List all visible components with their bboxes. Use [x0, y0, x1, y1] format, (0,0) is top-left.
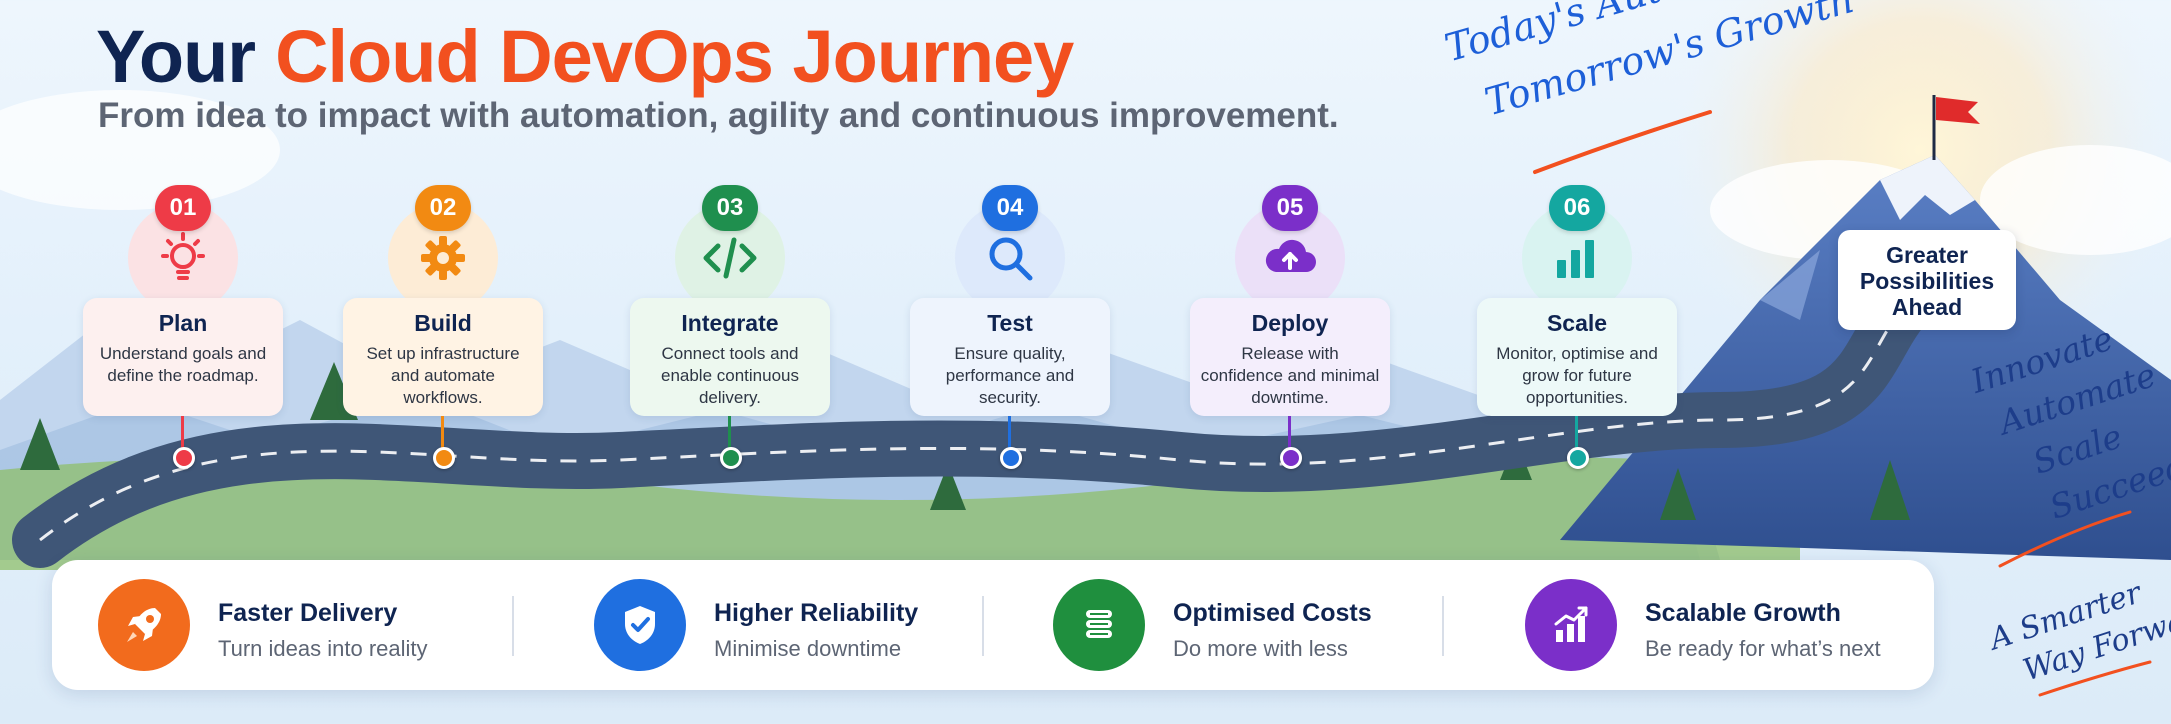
benefit-subtitle: Minimise downtime: [714, 636, 902, 661]
road-pin-dot: [173, 447, 195, 469]
road-pin-line: [728, 416, 731, 452]
step-title: Deploy: [1251, 310, 1329, 336]
step-card: Test Ensure quality, performance and sec…: [910, 298, 1110, 416]
road-pin-line: [1008, 416, 1011, 452]
step-description: Set up infrastructure and automate workf…: [366, 344, 520, 407]
peak-line-1: Greater: [1886, 242, 1968, 268]
step-title: Scale: [1546, 310, 1608, 336]
peak-line-2: Possibilities: [1859, 268, 1995, 294]
benefit-subtitle: Be ready for what’s next: [1645, 636, 1881, 661]
road-pin-line: [441, 416, 444, 452]
road-pin-dot: [1567, 447, 1589, 469]
peak-card: Greater Possibilities Ahead: [1838, 230, 2016, 330]
step-card: Build Set up infrastructure and automate…: [343, 298, 543, 416]
shield-check-icon: [594, 579, 686, 671]
step-description: Ensure quality, performance and security…: [945, 344, 1075, 407]
step-title: Test: [987, 310, 1033, 336]
step-description: Monitor, optimise and grow for future op…: [1496, 344, 1658, 407]
step-number-badge: 06: [1549, 185, 1605, 231]
road-pin-dot: [1280, 447, 1302, 469]
benefit-divider: [1442, 596, 1444, 656]
benefit-scalable-growth: Scalable Growth Be ready for what’s next: [1525, 577, 1945, 673]
step-title: Build: [414, 310, 472, 336]
benefits-bar: Faster Delivery Turn ideas into reality …: [52, 560, 1934, 690]
road-pin-line: [1288, 416, 1291, 452]
step-number-badge: 01: [155, 185, 211, 231]
benefit-subtitle: Turn ideas into reality: [218, 636, 428, 661]
step-card: Deploy Release with confidence and minim…: [1190, 298, 1390, 416]
benefit-divider: [982, 596, 984, 656]
rocket-icon: [98, 579, 190, 671]
step-number-badge: 02: [415, 185, 471, 231]
benefit-higher-reliability: Higher Reliability Minimise downtime: [594, 577, 1014, 673]
benefit-optimised-costs: Optimised Costs Do more with less: [1053, 577, 1473, 673]
step-title: Integrate: [681, 310, 779, 336]
page-subtitle: From idea to impact with automation, agi…: [98, 96, 1339, 135]
road-pin-line: [181, 416, 184, 452]
step-description: Connect tools and enable continuous deli…: [660, 344, 799, 407]
step-card: Integrate Connect tools and enable conti…: [630, 298, 830, 416]
step-number-badge: 05: [1262, 185, 1318, 231]
step-number-badge: 04: [982, 185, 1038, 231]
step-title: Plan: [158, 310, 208, 336]
road-pin-dot: [1000, 447, 1022, 469]
step-card: Scale Monitor, optimise and grow for fut…: [1477, 298, 1677, 416]
benefit-title: Optimised Costs: [1173, 599, 1372, 627]
benefit-divider: [512, 596, 514, 656]
step-description: Release with confidence and minimal down…: [1200, 344, 1380, 407]
title-part-1: Your: [96, 15, 256, 98]
benefit-title: Higher Reliability: [714, 599, 919, 627]
step-number-badge: 03: [702, 185, 758, 231]
road-pin-dot: [720, 447, 742, 469]
benefit-faster-delivery: Faster Delivery Turn ideas into reality: [98, 577, 518, 673]
title-part-2: Cloud DevOps Journey: [275, 15, 1074, 98]
coins-icon: [1053, 579, 1145, 671]
benefit-title: Scalable Growth: [1645, 599, 1841, 627]
peak-line-3: Ahead: [1891, 294, 1963, 320]
step-card: Plan Understand goals and define the roa…: [83, 298, 283, 416]
road-pin-dot: [433, 447, 455, 469]
growth-chart-icon: [1525, 579, 1617, 671]
step-description: Understand goals and define the roadmap.: [99, 344, 267, 385]
benefit-subtitle: Do more with less: [1173, 636, 1348, 661]
benefit-title: Faster Delivery: [218, 599, 398, 627]
road-pin-line: [1575, 416, 1578, 452]
